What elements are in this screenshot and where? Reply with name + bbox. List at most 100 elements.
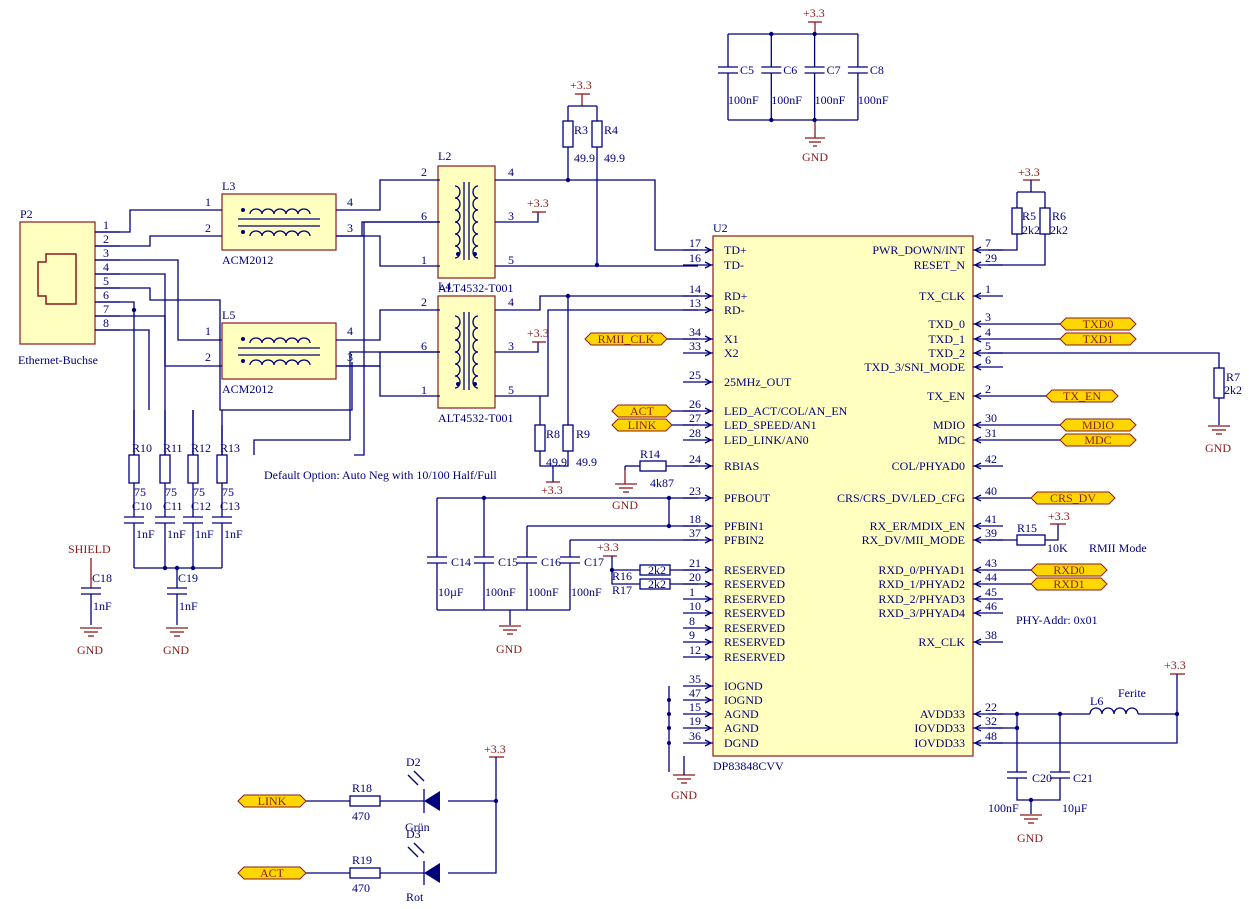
net-label-rxd0: RXD0	[1030, 563, 1108, 577]
xfmr-part: ALT4532-T001	[438, 281, 514, 295]
net-label-text: TXD0	[1083, 317, 1114, 331]
pin-number: 37	[689, 526, 701, 540]
svg-text:C19: C19	[178, 571, 198, 585]
pin-number: 31	[985, 426, 997, 440]
pin-number: 35	[689, 672, 701, 686]
svg-text:+3.3: +3.3	[570, 78, 592, 92]
pin-number: 47	[689, 686, 701, 700]
svg-text:10K: 10K	[1047, 541, 1068, 555]
net-labels: RMII_CLKACTLINKTXD0TXD1TX_ENMDIOMDCCRS_D…	[237, 317, 1137, 880]
svg-text:10µF: 10µF	[1062, 801, 1088, 815]
pin-name: X1	[724, 332, 739, 346]
pin-number: 8	[689, 614, 695, 628]
svg-text:2k2: 2k2	[1050, 223, 1068, 237]
pin-name: TXD_2	[928, 346, 965, 360]
svg-text:R6: R6	[1052, 209, 1066, 223]
cap-value: 100nF	[728, 93, 759, 107]
pin-number: 4	[103, 260, 109, 274]
pin-number: 33	[689, 339, 701, 353]
svg-text:GND: GND	[1205, 441, 1231, 455]
pin-number: 23	[689, 484, 701, 498]
pin-name: RXD_0/PHYAD1	[878, 563, 965, 577]
net-label-text: TX_EN	[1063, 389, 1101, 403]
svg-text:R5: R5	[1022, 209, 1036, 223]
svg-text:+3.3: +3.3	[1048, 509, 1070, 523]
pin-number: 16	[689, 251, 701, 265]
pin-name: RESERVED	[724, 563, 785, 577]
pin-name: TXD_3/SNI_MODE	[864, 360, 965, 374]
vdd-filter: +3.3 L6 Ferite C20 C21 100nF 10µF GND	[988, 658, 1186, 845]
svg-text:2k2: 2k2	[1224, 383, 1242, 397]
svg-text:R7: R7	[1226, 370, 1240, 384]
rbias-r14: R14 4k87 GND	[612, 447, 698, 512]
pin-number: 3	[985, 310, 991, 324]
xfmr-ref: L4	[438, 279, 451, 293]
svg-text:Ferite: Ferite	[1118, 686, 1146, 700]
pin-number: 29	[985, 251, 997, 265]
svg-text:P2: P2	[20, 207, 33, 221]
svg-text:GND: GND	[163, 643, 189, 657]
pin-name: TXD_0	[928, 317, 965, 331]
pin-name: TX_EN	[927, 389, 965, 403]
pin-number: 38	[985, 628, 997, 642]
pin-number: 45	[985, 585, 997, 599]
pin-number: 2	[205, 350, 211, 364]
svg-text:+3.3: +3.3	[484, 742, 506, 756]
pin-name: X2	[724, 346, 739, 360]
pin-number: 10	[689, 599, 701, 613]
net-label-text: RXD1	[1053, 577, 1084, 591]
pin-name: RESERVED	[724, 650, 785, 664]
pin-number: 1	[421, 383, 427, 397]
pin-name: COL/PHYAD0	[892, 459, 965, 473]
pin-name: RX_DV/MII_MODE	[862, 533, 965, 547]
pin-number: 6	[985, 353, 991, 367]
pin-number: 26	[689, 397, 701, 411]
pin-number: 4	[508, 165, 514, 179]
svg-text:GND: GND	[77, 643, 103, 657]
pin-name: AGND	[724, 707, 759, 721]
net-label-txd1: TXD1	[1059, 332, 1137, 346]
pin-name: TD-	[724, 258, 744, 272]
pin-name: PWR_DOWN/INT	[872, 243, 965, 257]
pin-name: RD+	[724, 289, 748, 303]
pin-number: 4	[985, 325, 991, 339]
res-ref: R12	[191, 441, 211, 455]
pin-name: RESERVED	[724, 577, 785, 591]
pin-name: IOVDD33	[914, 736, 965, 750]
svg-text:+3.3: +3.3	[597, 540, 619, 554]
pin-number: 2	[103, 232, 109, 246]
wiring-choke-transformer	[253, 179, 440, 456]
default-option-note: Default Option: Auto Neg with 10/100 Hal…	[264, 468, 497, 482]
pin-number: 7	[103, 302, 109, 316]
pin-name: RX_CLK	[918, 635, 965, 649]
pin-number: 30	[985, 411, 997, 425]
termination-r3-r4: +3.3 R3 R4 49.9 49.9	[562, 78, 625, 268]
net-label-txd0: TXD0	[1059, 317, 1137, 331]
cap-value: 100nF	[771, 93, 802, 107]
cap-ref: C14	[451, 555, 471, 569]
svg-text:C18: C18	[92, 571, 112, 585]
cap-value: 100nF	[815, 93, 846, 107]
pin-name: TX_CLK	[919, 289, 965, 303]
xfmr-part: ALT4532-T001	[438, 411, 514, 425]
cap-ref: C6	[783, 63, 797, 77]
u2-right-pins: 7PWR_DOWN/INT29RESET_N1TX_CLK3TXD_04TXD_…	[837, 236, 1003, 750]
choke-part: ACM2012	[222, 382, 273, 396]
pin-number: 4	[347, 324, 353, 338]
net-label-mdio: MDIO	[1059, 418, 1137, 432]
cap-value: 1nF	[224, 527, 243, 541]
mii-mode-r15: +3.3 R15 10K RMII Mode	[988, 509, 1147, 555]
cap-ref: C15	[498, 555, 518, 569]
svg-text:470: 470	[352, 881, 370, 895]
cap-ref: C17	[584, 555, 604, 569]
cap-ref: C5	[740, 63, 754, 77]
pin-number: 1	[205, 324, 211, 338]
svg-text:R18: R18	[352, 781, 372, 795]
svg-text:100nF: 100nF	[988, 801, 1019, 815]
pin-number: 48	[985, 729, 997, 743]
pin-number: 3	[103, 246, 109, 260]
